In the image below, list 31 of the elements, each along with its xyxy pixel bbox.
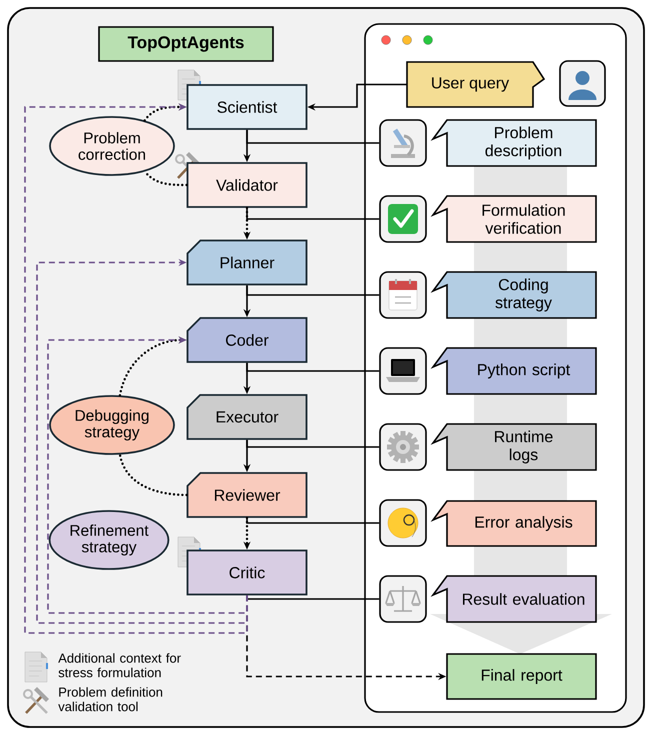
balance-scale-icon	[379, 575, 427, 623]
title-box: TopOptAgents	[98, 26, 274, 62]
agent-box: Critic	[186, 550, 308, 596]
connector-line	[246, 285, 380, 296]
connector-line	[246, 208, 380, 220]
gear-icon	[379, 423, 427, 471]
calendar-icon	[379, 271, 427, 319]
agent-box: Coder	[186, 317, 308, 363]
connector-line	[246, 440, 380, 448]
agent-box: Validator	[186, 162, 308, 208]
arrow	[24, 103, 248, 634]
connector-line	[118, 453, 188, 496]
connector-line	[246, 518, 380, 524]
monocle-face-icon	[379, 499, 427, 547]
output-box: Final report	[446, 653, 597, 700]
microscope-icon	[379, 119, 427, 167]
connector-line	[246, 362, 380, 372]
agent-box: Executor	[186, 394, 308, 440]
speech-bubble: User query	[406, 61, 546, 108]
connector-line	[246, 130, 380, 144]
legend-text: Problem definition validation tool	[58, 687, 162, 712]
laptop-icon	[379, 347, 427, 395]
arrow	[47, 336, 248, 614]
checkmark-icon	[379, 195, 427, 243]
agent-box: Reviewer	[186, 472, 308, 518]
arrow	[36, 258, 248, 624]
connector-line	[144, 170, 188, 186]
connector-line	[246, 595, 380, 600]
legend-text: Additional context for stress formulation	[58, 653, 181, 678]
agent-box: Planner	[186, 240, 308, 286]
agent-box: Scientist	[186, 84, 308, 130]
